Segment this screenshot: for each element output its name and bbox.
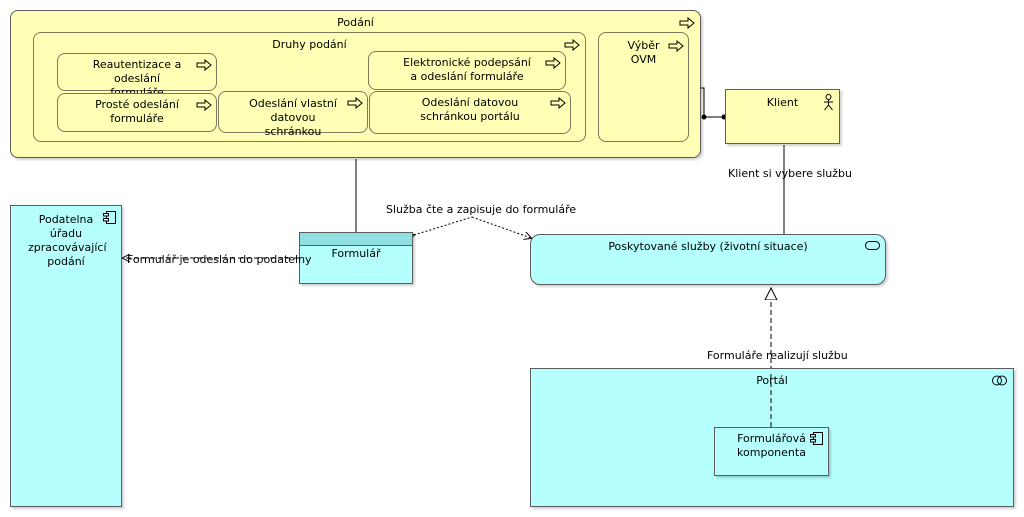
edge-label-formulare-realizuji: Formuláře realizují službu <box>707 349 848 362</box>
podani-label: Podání <box>337 16 374 29</box>
formularova-komponenta-label: Formulářová komponenta <box>737 432 806 459</box>
datova-schranka-portalu-node[interactable]: Odeslání datovou schránkou portálu <box>369 91 571 134</box>
reautentizace-node[interactable]: Reautentizace a odeslání formuláře <box>57 53 217 99</box>
edge-label-formular-odeslan: Formulář je odeslán do podatelny <box>127 253 312 266</box>
datova-schranka-portalu-label: Odeslání datovou schránkou portálu <box>420 96 520 123</box>
proste-odeslani-node[interactable]: Prosté odeslání formuláře <box>57 93 217 132</box>
interface-icon <box>992 375 1007 386</box>
process-arrow-icon <box>550 97 566 109</box>
formular-node[interactable]: Formulář <box>299 232 413 284</box>
poskytovane-sluzby-label: Poskytované služby (životní situace) <box>608 240 808 253</box>
formularova-komponenta-node[interactable]: Formulářová komponenta <box>714 427 829 476</box>
klient-label: Klient <box>766 96 799 109</box>
process-arrow-icon <box>564 39 580 51</box>
elektronicke-podepsani-node[interactable]: Elektronické podepsání a odeslání formul… <box>368 51 566 90</box>
portal-label: Portál <box>756 374 788 387</box>
druhy-podani-label: Druhy podání <box>272 38 347 51</box>
klient-node[interactable]: Klient <box>725 89 840 144</box>
formular-header-band <box>300 233 412 246</box>
process-arrow-icon <box>347 97 363 109</box>
process-arrow-icon <box>196 99 212 111</box>
vyber-ovm-node[interactable]: Výběr OVM <box>598 32 689 142</box>
proste-odeslani-label: Prosté odeslání formuláře <box>95 98 179 125</box>
actor-icon <box>824 94 833 111</box>
podatelna-label: Podatelna úřadu zpracovávající podání <box>28 213 107 268</box>
component-icon <box>103 211 116 224</box>
podatelna-node[interactable]: Podatelna úřadu zpracovávající podání <box>10 205 122 507</box>
process-arrow-icon <box>668 40 684 52</box>
edge-label-sluzba-cte: Služba čte a zapisuje do formuláře <box>386 203 577 216</box>
process-arrow-icon <box>196 59 212 71</box>
vyber-ovm-label: Výběr OVM <box>627 39 660 66</box>
component-icon <box>810 432 823 445</box>
service-icon <box>865 241 880 250</box>
process-arrow-icon <box>679 17 695 29</box>
vlastni-datova-schranka-label: Odeslání vlastní datovou schránkou <box>249 97 337 138</box>
vlastni-datova-schranka-node[interactable]: Odeslání vlastní datovou schránkou <box>218 91 368 138</box>
edge-label-klient-vybere: Klient si vybere službu <box>728 167 852 180</box>
formular-label: Formulář <box>331 247 381 260</box>
elektronicke-podepsani-label: Elektronické podepsání a odeslání formul… <box>403 56 531 83</box>
process-arrow-icon <box>545 57 561 69</box>
poskytovane-sluzby-node[interactable]: Poskytované služby (životní situace) <box>530 234 886 285</box>
